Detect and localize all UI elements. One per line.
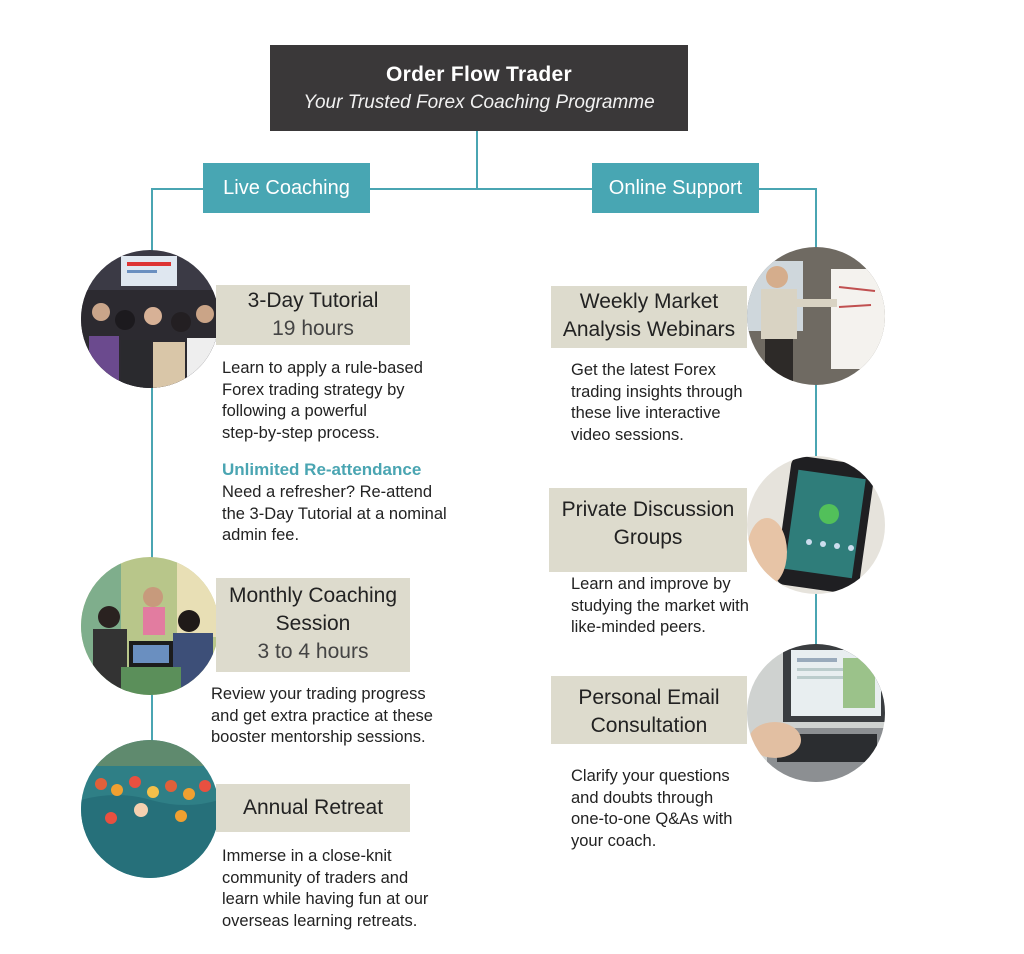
retreat-title-box: Annual Retreat — [216, 784, 410, 832]
email-title-line1: Personal Email — [578, 686, 720, 709]
tutorial-photo — [81, 250, 219, 388]
webinar-title-line1: Weekly Market — [579, 290, 719, 313]
tutorial-description: Learn to apply a rule-based Forex tradin… — [222, 359, 423, 442]
tutorial-title: 3-Day Tutorial — [247, 289, 379, 312]
retreat-description: Immerse in a close-knit community of tra… — [222, 847, 429, 930]
webinar-title-line2: Analysis Webinars — [562, 318, 736, 341]
page-title: Order Flow Trader — [386, 63, 572, 86]
reattendance-description: Need a refresher? Re-attend the 3-Day Tu… — [222, 483, 447, 544]
branch-online-support: Online Support — [592, 163, 759, 213]
coaching-description: Review your trading progress and get ext… — [211, 685, 433, 746]
discussion-title-line2: Groups — [613, 526, 683, 549]
reattendance-heading: Unlimited Re-attendance — [222, 460, 422, 479]
coaching-duration: 3 to 4 hours — [257, 640, 369, 663]
connector-horizontal — [151, 188, 817, 190]
webinar-title-box: Weekly Market Analysis Webinars — [551, 286, 747, 348]
coaching-title-box: Monthly Coaching Session 3 to 4 hours — [216, 578, 410, 672]
discussion-title-box: Private Discussion Groups — [549, 488, 747, 572]
tutorial-title-box: 3-Day Tutorial 19 hours — [216, 285, 410, 345]
connector-live-vertical — [151, 188, 153, 808]
discussion-photo — [747, 456, 885, 594]
email-photo — [747, 644, 885, 782]
page-title-box: Order Flow Trader Your Trusted Forex Coa… — [270, 45, 688, 131]
coaching-title-line1: Monthly Coaching — [228, 584, 398, 607]
connector-online-vertical — [815, 188, 817, 708]
discussion-description: Learn and improve by studying the market… — [571, 575, 749, 636]
coaching-title-line2: Session — [275, 612, 351, 635]
connector-title-down — [476, 131, 478, 189]
retreat-title: Annual Retreat — [242, 796, 384, 819]
retreat-photo — [81, 740, 219, 878]
webinar-photo — [747, 247, 885, 385]
coaching-photo — [81, 557, 219, 695]
discussion-title-line1: Private Discussion — [561, 498, 735, 521]
email-description: Clarify your questions and doubts throug… — [571, 767, 733, 850]
email-title-box: Personal Email Consultation — [551, 676, 747, 744]
branch-live-coaching: Live Coaching — [203, 163, 370, 213]
tutorial-duration: 19 hours — [272, 317, 354, 340]
page-subtitle: Your Trusted Forex Coaching Programme — [303, 92, 655, 113]
email-title-line2: Consultation — [590, 714, 708, 737]
webinar-description: Get the latest Forex trading insights th… — [571, 361, 743, 444]
